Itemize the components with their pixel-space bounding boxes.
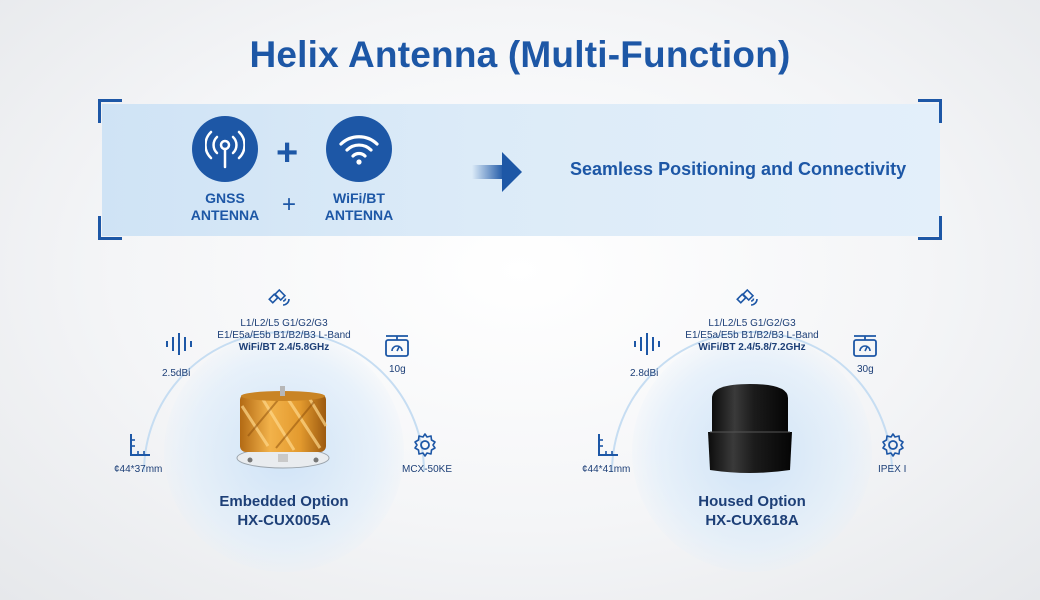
- product-housed: L1/L2/L5 G1/G2/G3 E1/E5a/E5b B1/B2/B3 L-…: [582, 282, 912, 572]
- corner-bracket: [98, 99, 122, 123]
- tagline: Seamless Positioning and Connectivity: [570, 159, 907, 179]
- wifi-antenna-icon: [326, 116, 392, 182]
- band-line: L1/L2/L5 G1/G2/G3: [708, 318, 796, 329]
- band-list: L1/L2/L5 G1/G2/G3 E1/E5a/E5b B1/B2/B3 L-…: [164, 318, 404, 354]
- gain-icon: [166, 333, 192, 355]
- plus-icon: +: [276, 132, 299, 174]
- gnss-antenna-label: GNSS ANTENNA: [190, 190, 260, 223]
- scale-icon: [853, 335, 877, 357]
- gear-icon: [414, 433, 436, 457]
- weight-value: 30g: [857, 364, 874, 375]
- gain-value: 2.8dBi: [630, 368, 659, 379]
- housed-antenna-image: [708, 384, 792, 473]
- arrow-right-icon: [472, 152, 522, 192]
- model-number: HX-CUX005A: [237, 512, 331, 529]
- band-line: WiFi/BT 2.4/5.8/7.2GHz: [698, 342, 806, 353]
- band-line: E1/E5a/E5b B1/B2/B3 L-Band: [685, 330, 819, 341]
- band-line: L1/L2/L5 G1/G2/G3: [240, 318, 328, 329]
- spec-arc: [611, 331, 893, 473]
- size-value: ¢44*41mm: [582, 464, 631, 475]
- weight-value: 10g: [389, 364, 406, 375]
- ruler-icon: [598, 434, 618, 456]
- connector-value: MCX-50KE: [402, 464, 453, 475]
- band-line: E1/E5a/E5b B1/B2/B3 L-Band: [217, 330, 351, 341]
- band-line: WiFi/BT 2.4/5.8GHz: [238, 342, 330, 353]
- corner-bracket: [918, 99, 942, 123]
- model-number: HX-CUX618A: [705, 512, 799, 529]
- product-title: Embedded Option HX-CUX005A: [164, 492, 404, 530]
- option-name: Housed Option: [698, 493, 806, 510]
- gain-value: 2.5dBi: [162, 368, 191, 379]
- option-name: Embedded Option: [219, 493, 349, 510]
- connector-value: IPEX I: [878, 464, 907, 475]
- helix-antenna-image: [236, 386, 330, 469]
- corner-bracket: [98, 216, 122, 240]
- satellite-icon: [268, 288, 290, 306]
- wifi-antenna-label: WiFi/BT ANTENNA: [324, 190, 394, 223]
- band-list: L1/L2/L5 G1/G2/G3 E1/E5a/E5b B1/B2/B3 L-…: [632, 318, 872, 354]
- plus-icon: +: [282, 191, 297, 218]
- page-title: Helix Antenna (Multi-Function): [249, 34, 791, 75]
- spec-arc: [143, 331, 425, 473]
- gnss-antenna-icon: [192, 116, 258, 182]
- gain-icon: [634, 333, 660, 355]
- corner-bracket: [918, 216, 942, 240]
- size-value: ¢44*37mm: [114, 464, 163, 475]
- satellite-icon: [736, 288, 758, 306]
- product-embedded: L1/L2/L5 G1/G2/G3 E1/E5a/E5b B1/B2/B3 L-…: [114, 282, 452, 572]
- product-title: Housed Option HX-CUX618A: [632, 492, 872, 530]
- ruler-icon: [130, 434, 150, 456]
- scale-icon: [385, 335, 409, 357]
- gear-icon: [882, 433, 904, 457]
